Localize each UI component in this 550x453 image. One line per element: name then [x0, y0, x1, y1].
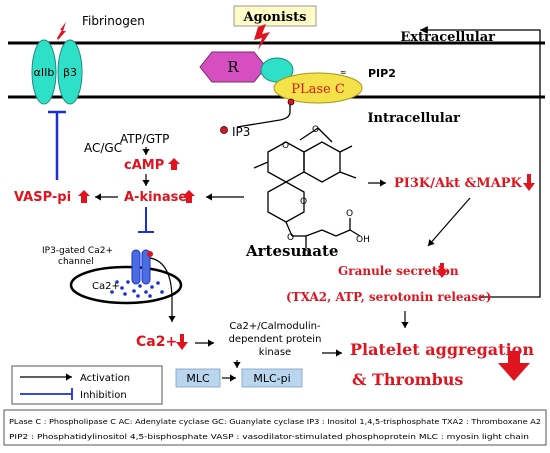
ip3-release-dot [287, 98, 295, 106]
txa2-label: (TXA2, ATP, serotonin release) [286, 290, 491, 304]
receptor-label: R [227, 58, 239, 76]
calmodulin-label-3: kinase [259, 347, 291, 358]
mlc-pi-box [241, 368, 303, 388]
svg-text:O: O [300, 197, 307, 207]
alpha-iib-subunit [31, 39, 57, 105]
pi3k-to-granule-arrow [427, 197, 471, 247]
granule-label: Granule secretion [338, 264, 459, 278]
ip3-channel-label-2: channel [58, 257, 94, 267]
ip3-channel-label-1: IP3-gated Ca2+ [42, 246, 113, 256]
ip3-channel-icon [131, 249, 153, 285]
pip2-squiggle-icon: ≈ [340, 68, 347, 77]
vasp-integrin-inhibition [48, 110, 66, 180]
thrombus-label: & Thrombus [352, 370, 463, 389]
fibrinogen-label: Fibrinogen [82, 14, 145, 28]
plase-c-label: PLase C [291, 82, 345, 97]
a-kinase-label: A-kinase [124, 190, 187, 205]
calmodulin-label-2: dependent protein [229, 334, 322, 345]
svg-text:OH: OH [356, 235, 370, 245]
pi3k-down-arrow-icon [523, 174, 535, 191]
mlc-box [175, 368, 221, 388]
fibrinogen-lightning-icon [57, 22, 66, 40]
footnote-line-1: PLase C : Phospholipase C AC: Adenylate … [9, 417, 541, 426]
vasp-up-arrow-icon [78, 190, 90, 203]
plase-c: PLase C [273, 72, 363, 104]
a-kinase-up-arrow-icon [183, 190, 195, 203]
calmodulin-label-1: Ca2+/Calmodulin- [229, 321, 321, 332]
legend-activation-label: Activation [80, 373, 130, 384]
agonists-lightning-icon [254, 24, 270, 50]
aggregation-down-arrow-icon [498, 351, 530, 381]
agonists-box: Agonists [233, 5, 317, 27]
ca-store-membrane [69, 265, 183, 305]
legend: Activation Inhibition [11, 365, 163, 405]
artesunate-structure-icon [253, 127, 361, 248]
agonists-label: Agonists [243, 10, 307, 25]
footnote-box: PLase C : Phospholipase C AC: Adenylate … [3, 409, 547, 446]
artesunate-label: Artesunate [245, 242, 338, 260]
mlc-label: MLC [186, 372, 210, 385]
cell-membrane [8, 41, 545, 99]
granule-down-arrow-icon [436, 263, 448, 278]
camp-up-arrow-icon [168, 158, 180, 170]
pi3k-label: PI3K/Akt &MAPK [394, 176, 523, 191]
svg-text:O: O [287, 233, 294, 243]
feedback-arrow [420, 26, 541, 298]
integrin-receptor: αIIb β3 [31, 39, 83, 105]
calcium-ions [110, 280, 164, 298]
svg-text:O: O [346, 209, 353, 219]
ca2-label: Ca2+ [136, 334, 177, 350]
ca-store-label: Ca2+ [92, 281, 120, 292]
pip2-label: PIP2 [368, 67, 396, 80]
artesunate-atoms: O O O O O O OH [282, 125, 370, 259]
vasp-pi-label: VASP-pi [14, 190, 71, 205]
ip3-label: IP3 [232, 125, 250, 139]
extracellular-label: Extracellular [400, 30, 495, 45]
beta3-subunit [57, 39, 83, 105]
svg-text:O: O [302, 249, 309, 259]
intracellular-label: Intracellular [367, 111, 460, 126]
ip3-release-line [236, 103, 291, 128]
mlc-pi-label: MLC-pi [253, 372, 290, 385]
svg-text:O: O [282, 141, 289, 151]
ac-gc-label: AC/GC [84, 141, 122, 155]
camp-label: cAMP [124, 158, 164, 173]
ip3-molecule-icon [220, 126, 228, 134]
akinase-channel-inhibition [138, 207, 154, 233]
beta3-label: β3 [63, 66, 77, 79]
alpha-iib-label: αIIb [34, 66, 55, 79]
legend-inhibition-label: Inhibition [80, 390, 127, 401]
channel-to-ca-arrow [149, 257, 176, 322]
footnote-line-2: PIP2 : Phosphatidylinositol 4,5-bisphosp… [9, 432, 529, 441]
platelet-aggregation-label: Platelet aggregation [350, 340, 534, 359]
svg-text:O: O [312, 125, 319, 135]
atp-gtp-label: ATP/GTP [120, 132, 169, 146]
receptor-r: R [199, 51, 267, 83]
ca2-down-arrow-icon [176, 334, 188, 350]
